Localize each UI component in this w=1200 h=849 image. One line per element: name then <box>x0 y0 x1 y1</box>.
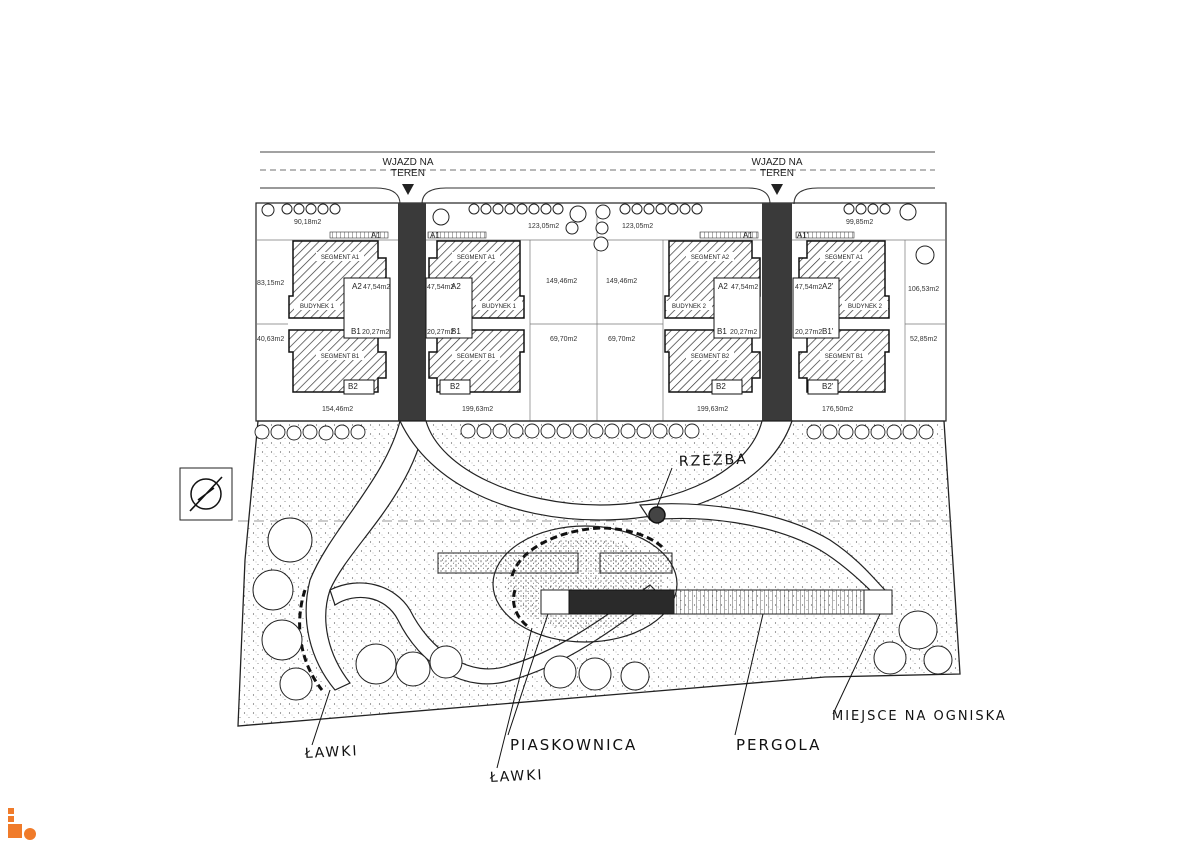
plot-area: 176,50m2 <box>822 406 853 413</box>
entrance-right-line2: TEREN <box>760 168 794 179</box>
annotation-leaders <box>311 467 881 769</box>
building-left-left: SEGMENT A1 SEGMENT B1 BUDYNEK 1 A2 47,54… <box>288 231 391 395</box>
entry-label: A1 <box>371 231 381 240</box>
building-name: BUDYNEK 2 <box>848 304 883 310</box>
unit-label: A2' <box>822 282 834 291</box>
unit-area: 47,54m2 <box>363 284 390 291</box>
plot-dividers <box>256 210 946 421</box>
entrance-left-line1: WJAZD NA <box>382 157 433 168</box>
north-arrow-icon <box>179 467 233 521</box>
entry-label: A1 <box>430 231 440 240</box>
plot-area: 149,46m2 <box>606 278 637 285</box>
annotation-benches-left: ŁAWKI <box>303 743 359 762</box>
entrance-arrow-icon <box>402 184 414 195</box>
plot-area: 83,15m2 <box>257 280 284 287</box>
unit-label: B1 <box>451 327 461 336</box>
unit-area: 47,54m2 <box>731 284 758 291</box>
annotation-sandbox: PIASKOWNICA <box>510 736 637 754</box>
plot-area: 52,85m2 <box>910 336 937 343</box>
plot-area: 69,70m2 <box>608 336 635 343</box>
segment-label: SEGMENT B2 <box>691 354 730 360</box>
unit-label: A2 <box>451 282 461 291</box>
entry-label: B2 <box>348 382 358 391</box>
unit-area: 20,27m2 <box>362 329 389 336</box>
unit-label: B1' <box>822 327 834 336</box>
annotation-benches-mid: ŁAWKI <box>488 767 544 786</box>
plot-area: 123,05m2 <box>622 223 653 230</box>
logo-icon <box>8 808 42 842</box>
unit-label: B1 <box>351 327 361 336</box>
building-name: BUDYNEK 1 <box>300 304 335 310</box>
segment-label: SEGMENT B1 <box>825 354 864 360</box>
segment-label: SEGMENT A1 <box>457 255 496 261</box>
entrance-right-line1: WJAZD NA <box>751 157 802 168</box>
sculpture-icon <box>648 506 666 524</box>
entrance-left: WJAZD NA TEREN <box>382 157 434 195</box>
segment-label: SEGMENT A2 <box>691 255 730 261</box>
annotation-sculpture: RZEŹBA <box>679 450 749 470</box>
building-right-right: SEGMENT A1 SEGMENT B1 BUDYNEK 2 47,54m2 … <box>792 231 890 395</box>
shrub-clusters <box>252 517 953 701</box>
unit-area: 47,54m2 <box>427 284 454 291</box>
pergola <box>540 589 893 615</box>
unit-label: A2 <box>718 282 728 291</box>
plot-area: 69,70m2 <box>550 336 577 343</box>
unit-label: B1 <box>717 327 727 336</box>
hedge <box>437 552 579 574</box>
entry-label: A1 <box>743 231 753 240</box>
plot-area: 149,46m2 <box>546 278 577 285</box>
entry-label: B2 <box>716 382 726 391</box>
entry-label: B2' <box>822 382 834 391</box>
building-name: BUDYNEK 2 <box>672 304 707 310</box>
plot-area-labels: 90,18m2 123,05m2 123,05m2 99,85m2 83,15m… <box>257 219 939 413</box>
tree-row-top <box>261 203 935 265</box>
bench-arc <box>512 589 531 630</box>
unit-area: 20,27m2 <box>730 329 757 336</box>
plot-area: 154,46m2 <box>322 406 353 413</box>
annotation-pergola: PERGOLA <box>736 736 821 754</box>
entry-label: B2 <box>450 382 460 391</box>
annotation-fire-pit: MIEJSCE NA OGNISKA <box>832 709 1007 724</box>
unit-label: A2 <box>352 282 362 291</box>
segment-label: SEGMENT B1 <box>321 354 360 360</box>
plot-area: 199,63m2 <box>697 406 728 413</box>
entry-label: A1' <box>797 231 809 240</box>
building-right-left: SEGMENT A2 SEGMENT B2 BUDYNEK 2 A2 47,54… <box>664 231 761 395</box>
plot-area: 199,63m2 <box>462 406 493 413</box>
plot-area: 106,53m2 <box>908 286 939 293</box>
segment-label: SEGMENT B1 <box>457 354 496 360</box>
segment-label: SEGMENT A1 <box>321 255 360 261</box>
building-left-right: SEGMENT A1 SEGMENT B1 BUDYNEK 1 47,54m2 … <box>425 231 525 395</box>
plot-area: 123,05m2 <box>528 223 559 230</box>
hedge <box>599 552 673 574</box>
unit-area: 20,27m2 <box>795 329 822 336</box>
plot-area: 99,85m2 <box>846 219 873 226</box>
segment-label: SEGMENT A1 <box>825 255 864 261</box>
street <box>260 151 935 205</box>
entrance-right: WJAZD NA TEREN <box>751 157 803 195</box>
driveways <box>398 203 792 421</box>
shrub-row <box>254 423 934 441</box>
entrance-left-line2: TEREN <box>391 168 425 179</box>
plot-area: 90,18m2 <box>294 219 321 226</box>
building-name: BUDYNEK 1 <box>482 304 517 310</box>
entrance-arrow-icon <box>771 184 783 195</box>
unit-area: 47,54m2 <box>795 284 822 291</box>
plot-area: 40,63m2 <box>257 336 284 343</box>
unit-area: 20,27m2 <box>427 329 454 336</box>
